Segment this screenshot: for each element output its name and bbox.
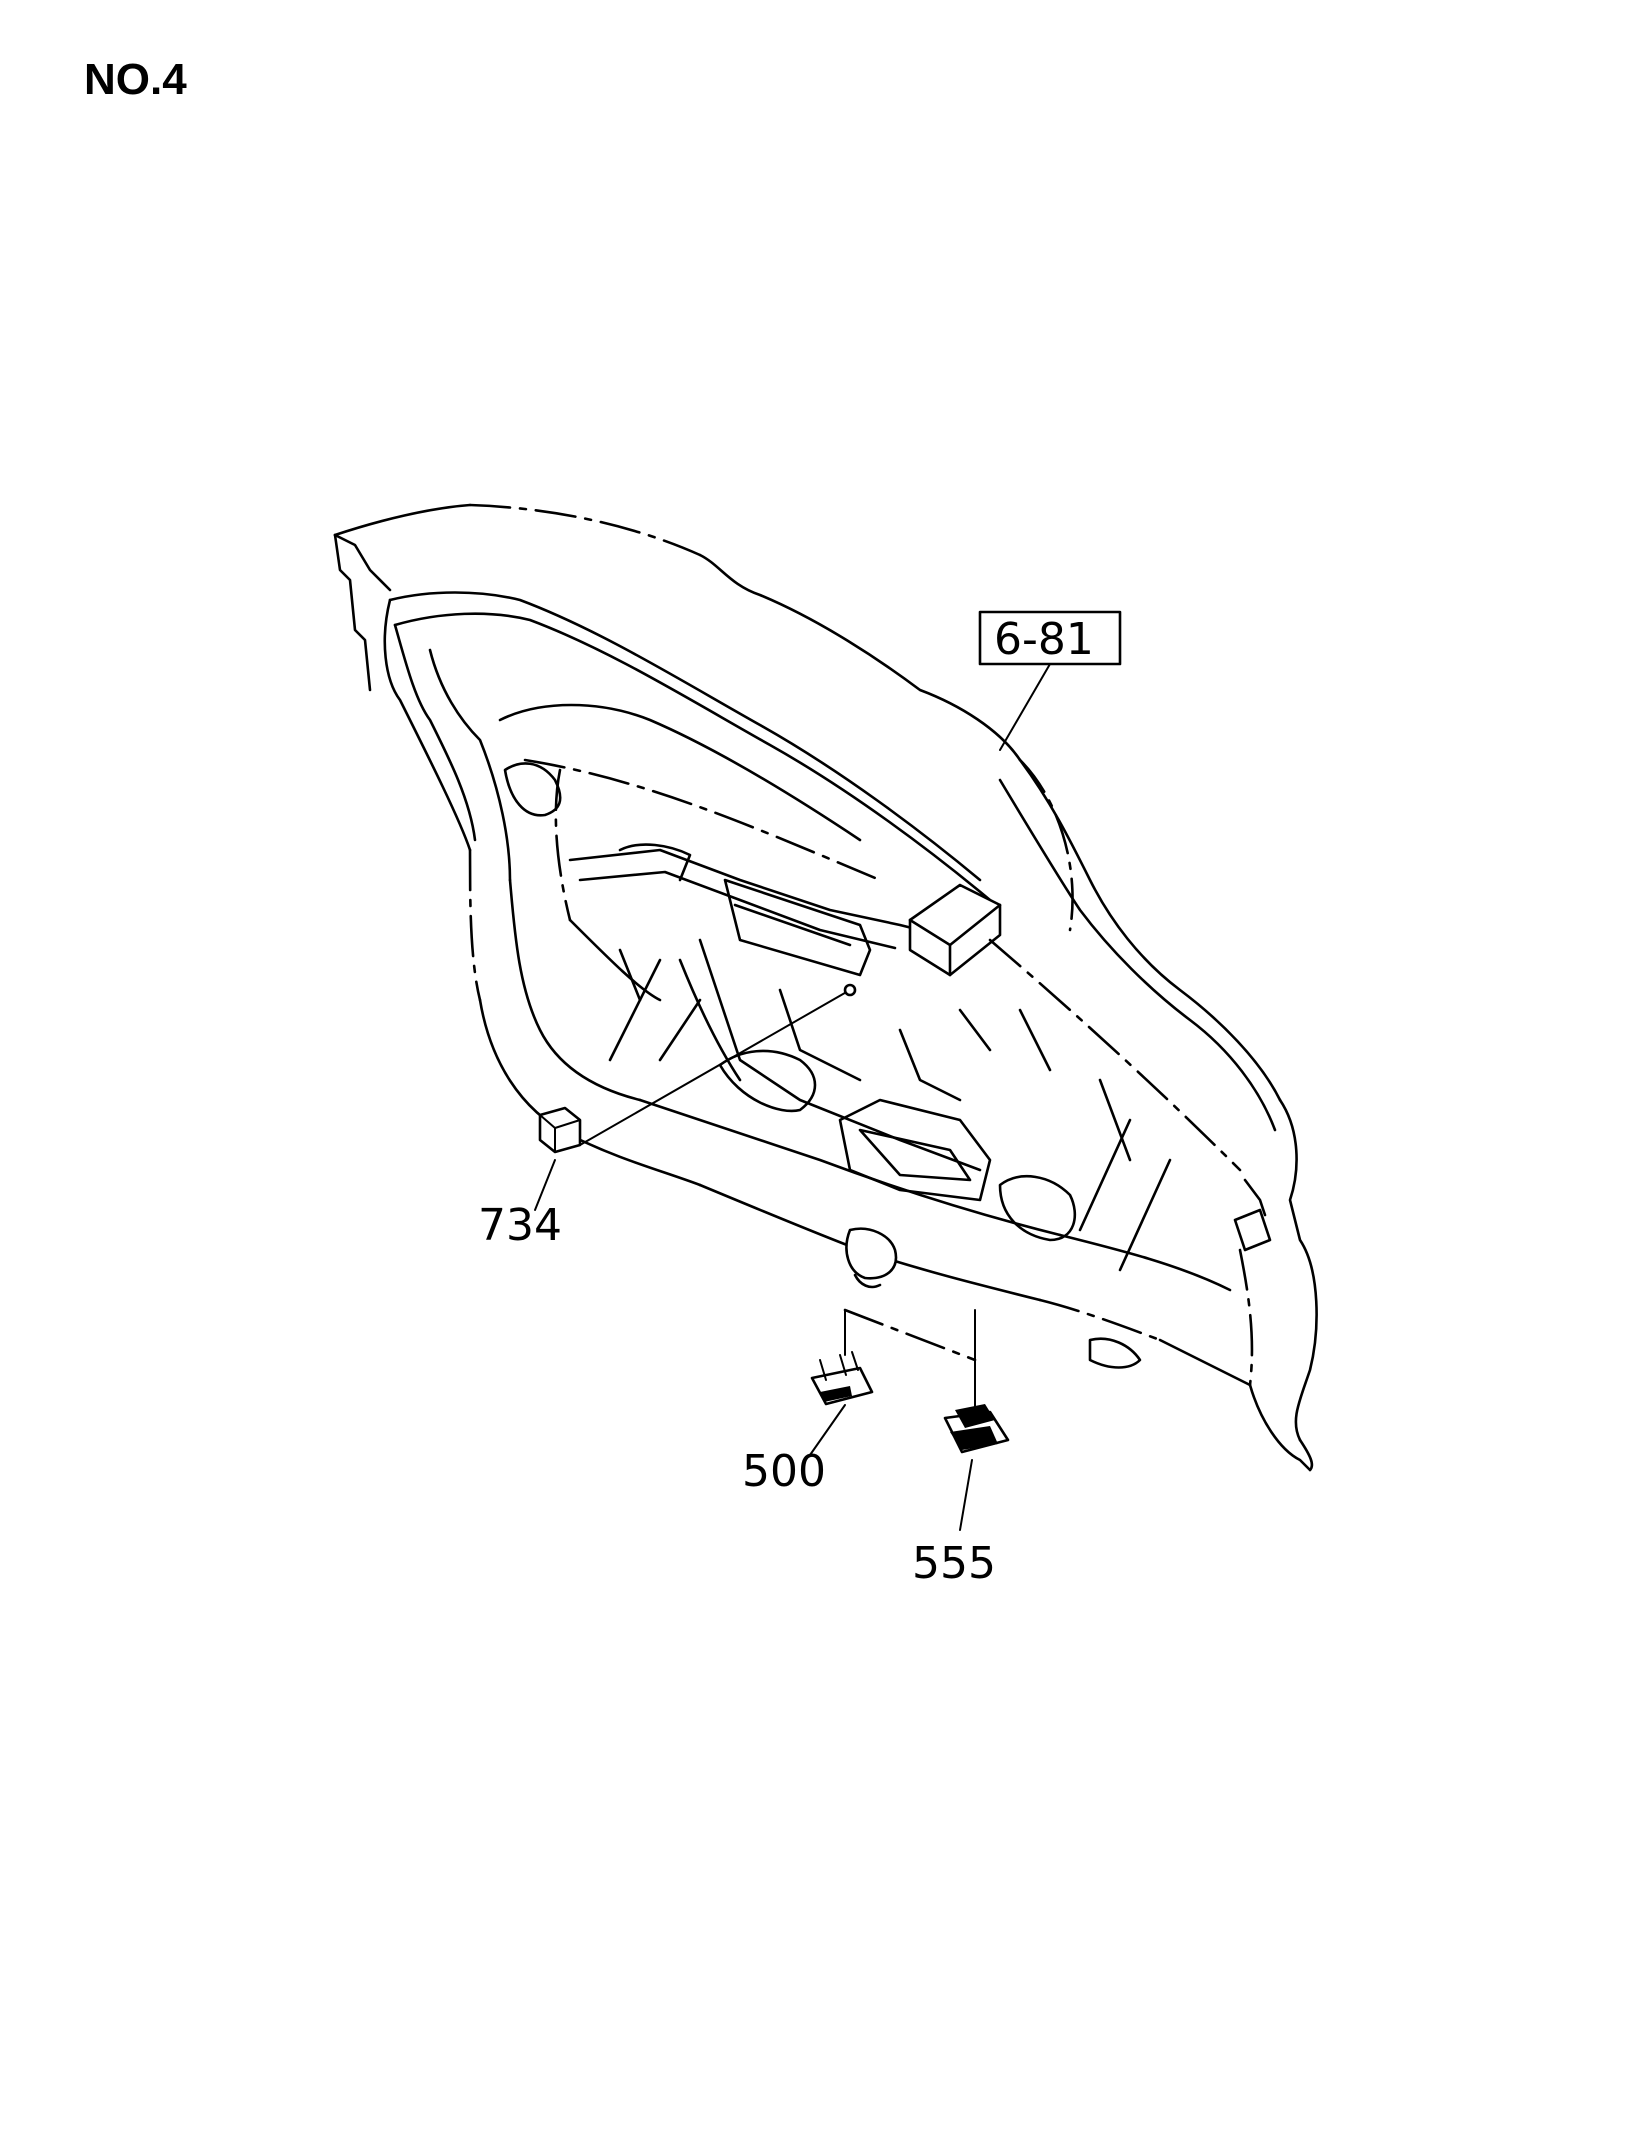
part-500: 500 — [742, 1351, 874, 1497]
reference-box-6-81: 6-81 — [978, 610, 1122, 751]
callout-500: 500 — [742, 1446, 826, 1497]
reference-label: 6-81 — [994, 614, 1094, 665]
liftgate-panel — [333, 503, 1318, 1472]
callout-734: 734 — [478, 1200, 562, 1251]
part-555: 555 — [912, 1404, 1010, 1589]
part-734: 734 — [478, 983, 857, 1251]
sheet-number-label: NO.4 — [84, 55, 187, 104]
assembly-bracket — [843, 1308, 977, 1411]
callout-555: 555 — [912, 1538, 996, 1589]
